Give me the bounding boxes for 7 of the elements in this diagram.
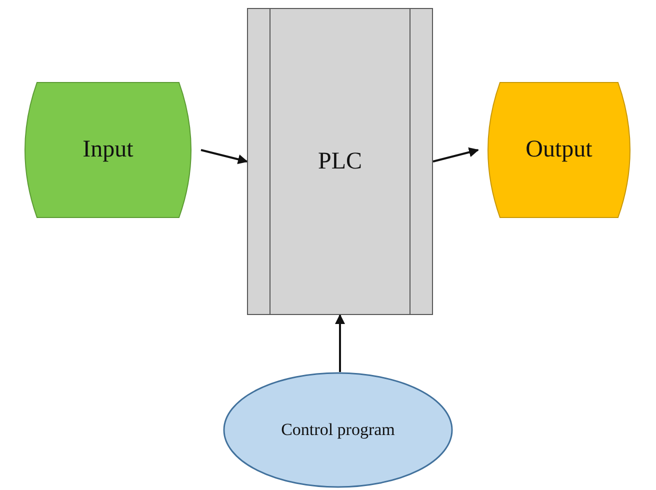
arrow	[200, 149, 248, 164]
node-label: Control program	[280, 420, 396, 440]
arrow	[432, 147, 479, 162]
node-label: Input	[82, 136, 134, 164]
node-label: PLC	[316, 148, 363, 175]
arrow	[335, 314, 345, 372]
node-label: Output	[524, 136, 594, 164]
